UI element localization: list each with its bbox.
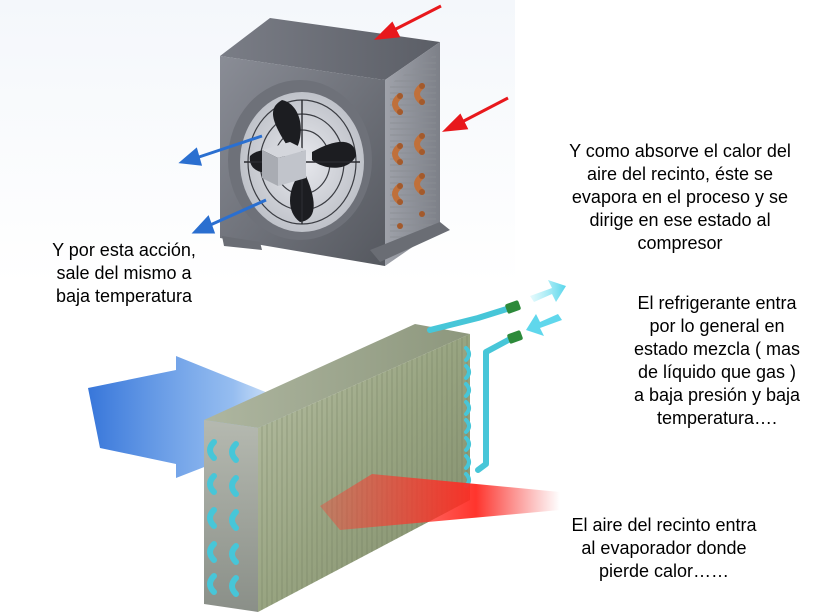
- caption-refrigerant-entry: El refrigerante entra por lo general en …: [633, 293, 801, 428]
- coil-u-bends: [207, 439, 239, 597]
- evaporator-coil: [88, 280, 566, 612]
- cold-air-arrows: [178, 134, 267, 234]
- caption-low-temperature-exit: Y por esta acción, sale del mismo a baja…: [52, 240, 196, 306]
- caption-room-air-entry: El aire del recinto entra al evaporador …: [571, 515, 757, 581]
- cold-air-flow: [88, 356, 330, 478]
- hot-air-flow: [320, 474, 560, 530]
- fan-evaporator-unit: [0, 0, 515, 285]
- refrigerant-flow-arrows: [526, 280, 566, 336]
- refrigerant-pipes: [427, 305, 515, 473]
- caption-evaporation: Y como absorve el calor del aire del rec…: [569, 141, 791, 253]
- warm-air-arrows: [373, 4, 509, 132]
